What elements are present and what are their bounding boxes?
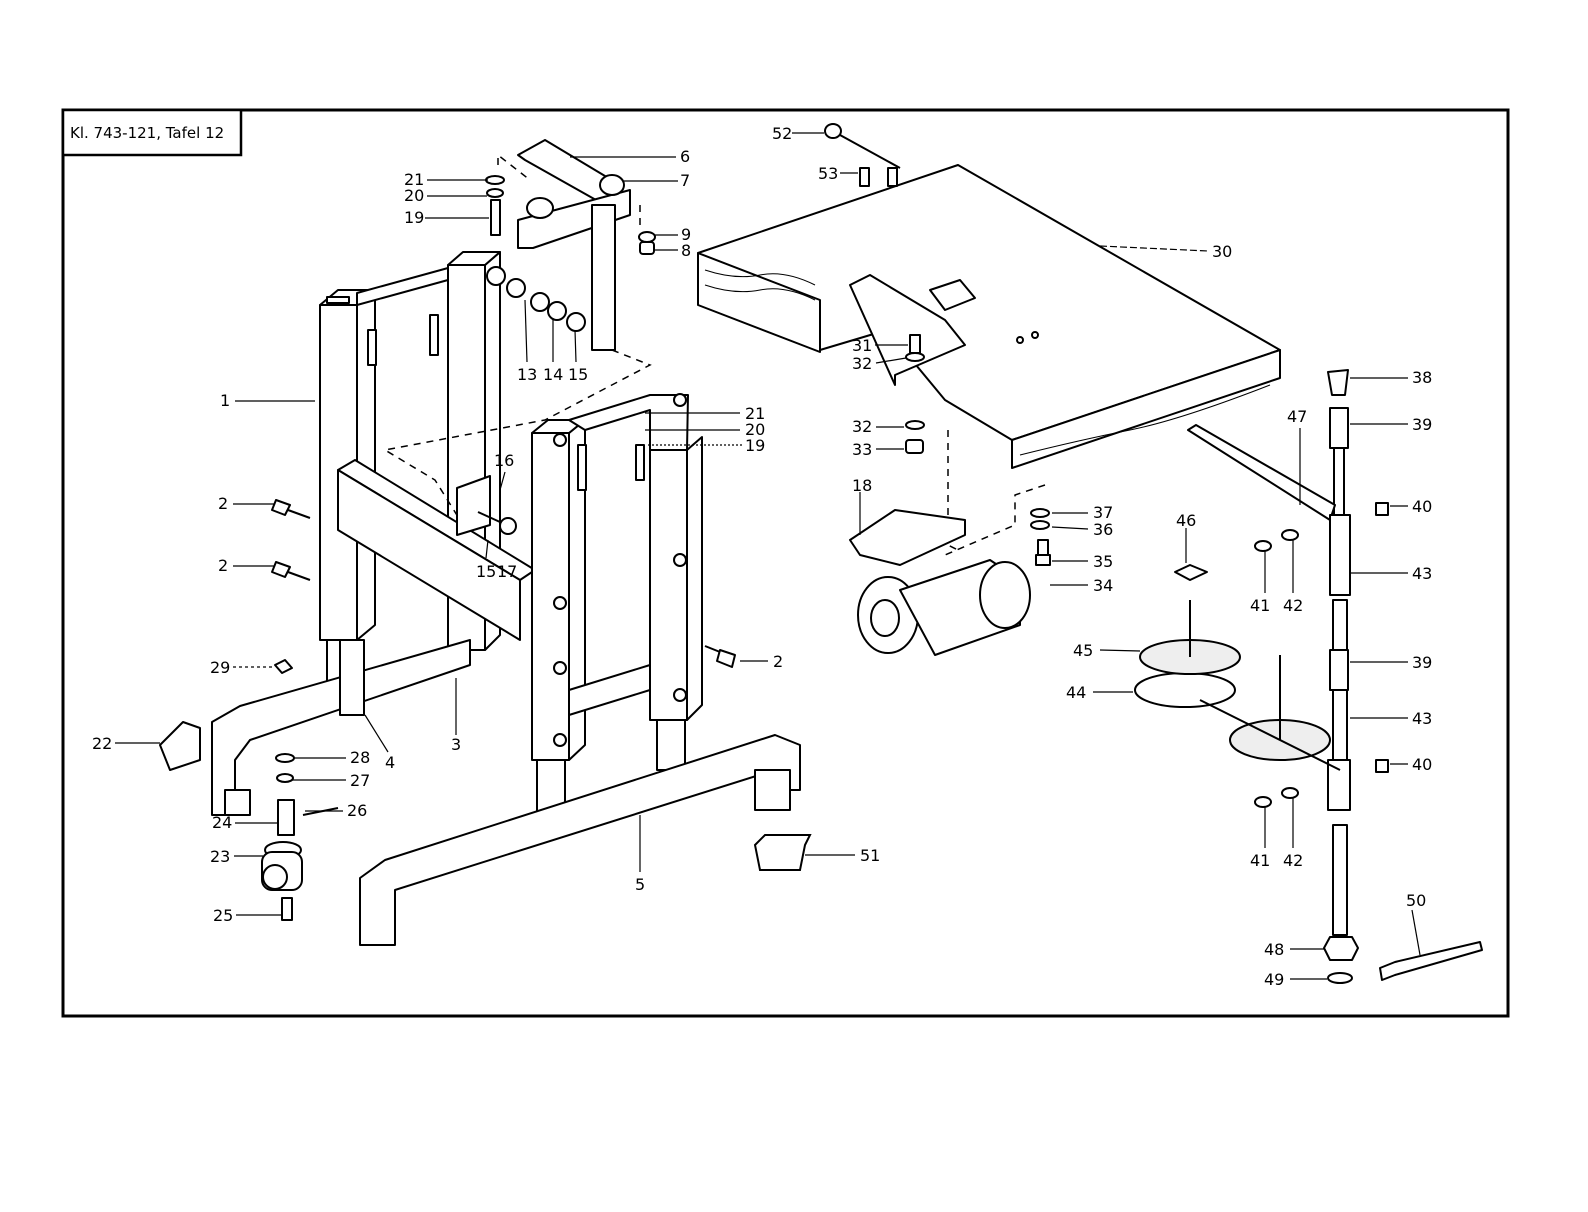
callout-37: 37 [1093, 503, 1113, 522]
callout-49: 49 [1264, 970, 1284, 989]
callout-41: 41 [1250, 596, 1270, 615]
callout-51: 51 [860, 846, 880, 865]
callout-44: 44 [1066, 683, 1086, 702]
callout-14: 14 [543, 365, 563, 384]
callout-22: 22 [92, 734, 112, 753]
callout-43: 43 [1412, 709, 1432, 728]
callout-36: 36 [1093, 520, 1113, 539]
callout-26: 26 [347, 801, 367, 820]
callout-52: 52 [772, 124, 792, 143]
callout-30: 30 [1212, 242, 1232, 261]
callout-5: 5 [635, 875, 645, 894]
callout-8: 8 [681, 241, 691, 260]
callout-25: 25 [213, 906, 233, 925]
callout-46: 46 [1176, 511, 1196, 530]
callout-35: 35 [1093, 552, 1113, 571]
callout-41: 41 [1250, 851, 1270, 870]
callout-39: 39 [1412, 415, 1432, 434]
callout-28: 28 [350, 748, 370, 767]
callout-24: 24 [212, 813, 232, 832]
callout-32: 32 [852, 354, 872, 373]
callout-42: 42 [1283, 851, 1303, 870]
upper-bracket-drawing [486, 140, 655, 350]
callout-4: 4 [385, 753, 395, 772]
callout-38: 38 [1412, 368, 1432, 387]
table-top-drawing [698, 124, 1280, 468]
callout-18: 18 [852, 476, 872, 495]
callout-15: 15 [568, 365, 588, 384]
callout-42: 42 [1283, 596, 1303, 615]
motor-drawing [850, 509, 1050, 655]
stand-frame-drawing [160, 252, 800, 945]
callout-48: 48 [1264, 940, 1284, 959]
callout-1: 1 [220, 391, 230, 410]
callout-21: 21 [745, 404, 765, 423]
callout-43: 43 [1412, 564, 1432, 583]
callout-40: 40 [1412, 755, 1432, 774]
callout-7: 7 [680, 171, 690, 190]
callout-39: 39 [1412, 653, 1432, 672]
callout-6: 6 [680, 147, 690, 166]
callout-40: 40 [1412, 497, 1432, 516]
callout-53: 53 [818, 164, 838, 183]
callout-15: 15 [476, 562, 496, 581]
callout-16: 16 [494, 451, 514, 470]
callout-21: 21 [404, 170, 424, 189]
callout-33: 33 [852, 440, 872, 459]
callout-34: 34 [1093, 576, 1113, 595]
callout-27: 27 [350, 771, 370, 790]
title-text: Kl. 743-121, Tafel 12 [70, 124, 224, 142]
title-block: Kl. 743-121, Tafel 12 [63, 110, 241, 155]
callout-50: 50 [1406, 891, 1426, 910]
callout-45: 45 [1073, 641, 1093, 660]
callout-2: 2 [218, 556, 228, 575]
callout-3: 3 [451, 735, 461, 754]
callout-13: 13 [517, 365, 537, 384]
callout-32: 32 [852, 417, 872, 436]
callout-29: 29 [210, 658, 230, 677]
callout-31: 31 [852, 336, 872, 355]
callout-47: 47 [1287, 407, 1307, 426]
callout-19: 19 [404, 208, 424, 227]
callout-23: 23 [210, 847, 230, 866]
thread-stand-drawing [1135, 370, 1482, 983]
callout-2: 2 [773, 652, 783, 671]
callout-17: 17 [497, 562, 517, 581]
callout-2: 2 [218, 494, 228, 513]
